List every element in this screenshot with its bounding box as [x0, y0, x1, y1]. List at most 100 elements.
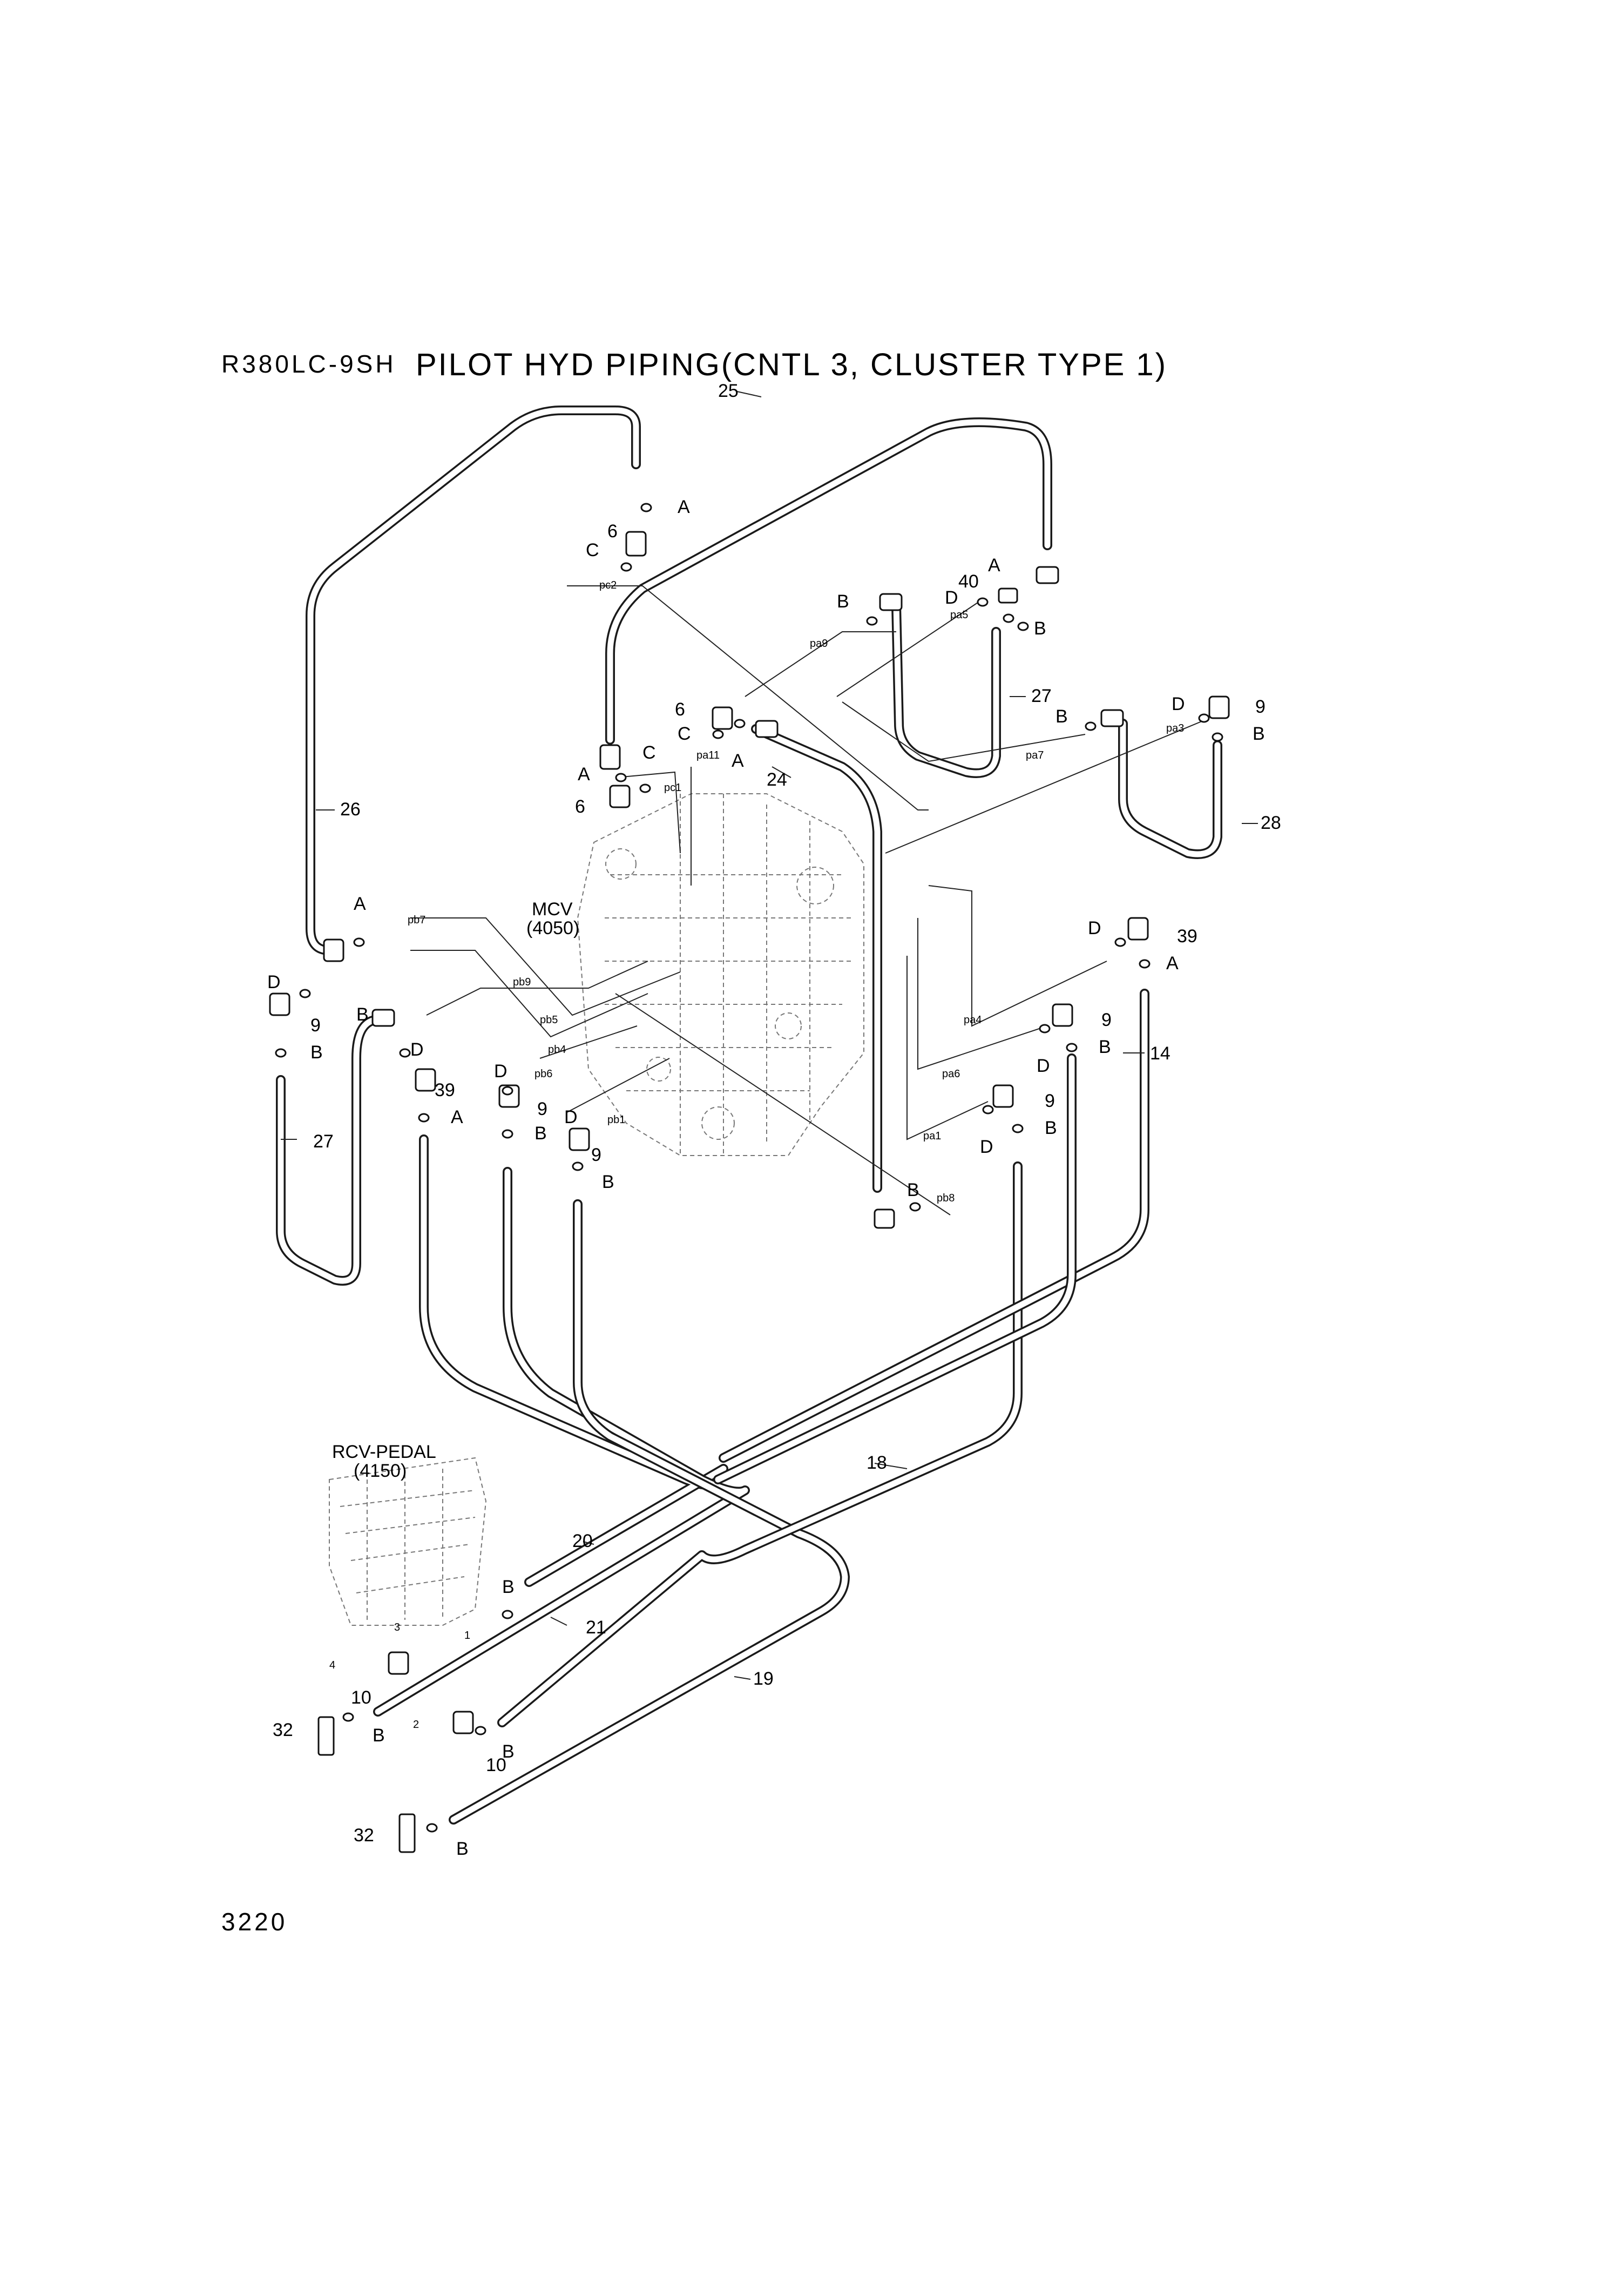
pedal-port-label: 4 [329, 1659, 335, 1671]
callout-B: B [1099, 1037, 1111, 1057]
callout-39: 39 [1177, 926, 1197, 947]
callout-A: A [354, 894, 366, 914]
callout-D: D [267, 972, 281, 992]
callouts-numbers: 6 25 40 27 9 6 24 6 26 28 39 9 14 9 9 39… [273, 381, 1281, 1846]
port-label: pb8 [937, 1192, 955, 1204]
callout-D: D [410, 1039, 424, 1060]
port-label: pa6 [942, 1068, 960, 1080]
callout-B: B [356, 1004, 369, 1025]
port-label: pa4 [964, 1014, 982, 1026]
pedal-port-label: 2 [413, 1719, 419, 1731]
port-labels: pc2 pa9 pa5 pa11 pc1 pa3 pa7 pb7 pb9 pb5… [329, 579, 1184, 1731]
callout-B: B [602, 1172, 614, 1192]
callout-B: B [907, 1180, 919, 1200]
callout-C: C [642, 742, 656, 763]
callout-D: D [980, 1137, 993, 1157]
callout-27: 27 [1031, 686, 1052, 706]
callout-B: B [373, 1725, 385, 1746]
callout-27: 27 [313, 1131, 334, 1152]
hose-25 [605, 417, 1052, 745]
port-label: pc2 [599, 579, 617, 591]
callout-6: 6 [575, 796, 585, 817]
port-label: pa11 [696, 749, 720, 761]
callouts-letters: A C B A D B B D B C A C A A D A D B D B … [267, 497, 1265, 1859]
callout-24: 24 [767, 769, 787, 790]
callout-28: 28 [1261, 813, 1281, 833]
page-number: 3220 [221, 1908, 287, 1936]
callout-D: D [1088, 918, 1101, 938]
hose-26 [306, 406, 641, 955]
port-label: pb6 [534, 1068, 552, 1080]
hose-19 [449, 1199, 850, 1825]
callout-B: B [534, 1123, 547, 1144]
callout-9: 9 [537, 1099, 547, 1119]
callout-A: A [1166, 953, 1179, 974]
mcv-code: (4050) [526, 918, 579, 938]
hose-27-lower [276, 1016, 377, 1286]
callout-14: 14 [1150, 1043, 1170, 1064]
callout-6: 6 [607, 521, 618, 542]
callout-B: B [837, 591, 849, 612]
port-label: pc1 [664, 782, 681, 794]
callout-B: B [1253, 724, 1265, 744]
pedal-port-label: 3 [394, 1622, 400, 1633]
callout-C: C [678, 724, 691, 744]
callout-9: 9 [1101, 1010, 1112, 1030]
fittings [269, 503, 1230, 1853]
leader-lines [281, 391, 1258, 1680]
callout-B: B [456, 1839, 469, 1859]
callout-18: 18 [867, 1453, 887, 1473]
port-label: pb9 [513, 976, 531, 988]
callout-B: B [1045, 1118, 1057, 1138]
callout-D: D [494, 1061, 508, 1082]
callout-21: 21 [586, 1617, 606, 1638]
callout-A: A [988, 555, 1000, 576]
port-label: pa1 [923, 1130, 941, 1142]
hose-14 [719, 989, 1149, 1463]
callout-B: B [1034, 618, 1046, 639]
callout-19: 19 [753, 1668, 774, 1689]
hose-21 [373, 1167, 750, 1717]
port-label: pb4 [548, 1044, 566, 1056]
callout-9: 9 [591, 1145, 601, 1165]
callout-9: 9 [1255, 697, 1266, 717]
callout-9: 9 [310, 1015, 321, 1036]
mcv-label: MCV [532, 899, 573, 920]
mcv-valve-block [577, 793, 864, 1156]
callout-D: D [1037, 1056, 1050, 1076]
callout-25: 25 [718, 381, 739, 401]
callout-A: A [578, 764, 590, 785]
pedal-port-label: 1 [464, 1630, 470, 1641]
port-label: pa5 [950, 609, 968, 621]
callout-D: D [564, 1107, 578, 1127]
callout-B: B [310, 1042, 323, 1063]
port-label: pa9 [810, 638, 828, 650]
callout-D: D [945, 587, 958, 608]
callout-D: D [1172, 694, 1185, 714]
callout-32: 32 [273, 1720, 293, 1740]
callout-C: C [586, 540, 599, 560]
callout-6: 6 [675, 699, 685, 720]
callout-32: 32 [354, 1825, 374, 1846]
rcv-pedal-block [329, 1457, 487, 1626]
rcv-pedal-code: (4150) [354, 1461, 407, 1481]
port-label: pb5 [540, 1014, 558, 1026]
model-code: R380LC-9SH [221, 350, 396, 378]
callout-A: A [678, 497, 690, 517]
pilot-lines [410, 585, 1210, 1215]
callout-A: A [451, 1107, 463, 1127]
page-title: PILOT HYD PIPING(CNTL 3, CLUSTER TYPE 1) [416, 347, 1167, 382]
hose-27-upper [891, 600, 1001, 778]
callout-40: 40 [958, 571, 979, 592]
callout-A: A [732, 751, 744, 771]
port-label: pb7 [408, 914, 425, 926]
callout-B: B [502, 1741, 515, 1762]
callout-10: 10 [486, 1755, 506, 1775]
port-label: pa7 [1026, 749, 1044, 761]
callout-B: B [1055, 706, 1068, 727]
callout-10: 10 [351, 1687, 371, 1708]
hose-28 [1118, 719, 1222, 859]
callout-39: 39 [435, 1080, 455, 1100]
hose-18 [497, 1161, 1023, 1727]
